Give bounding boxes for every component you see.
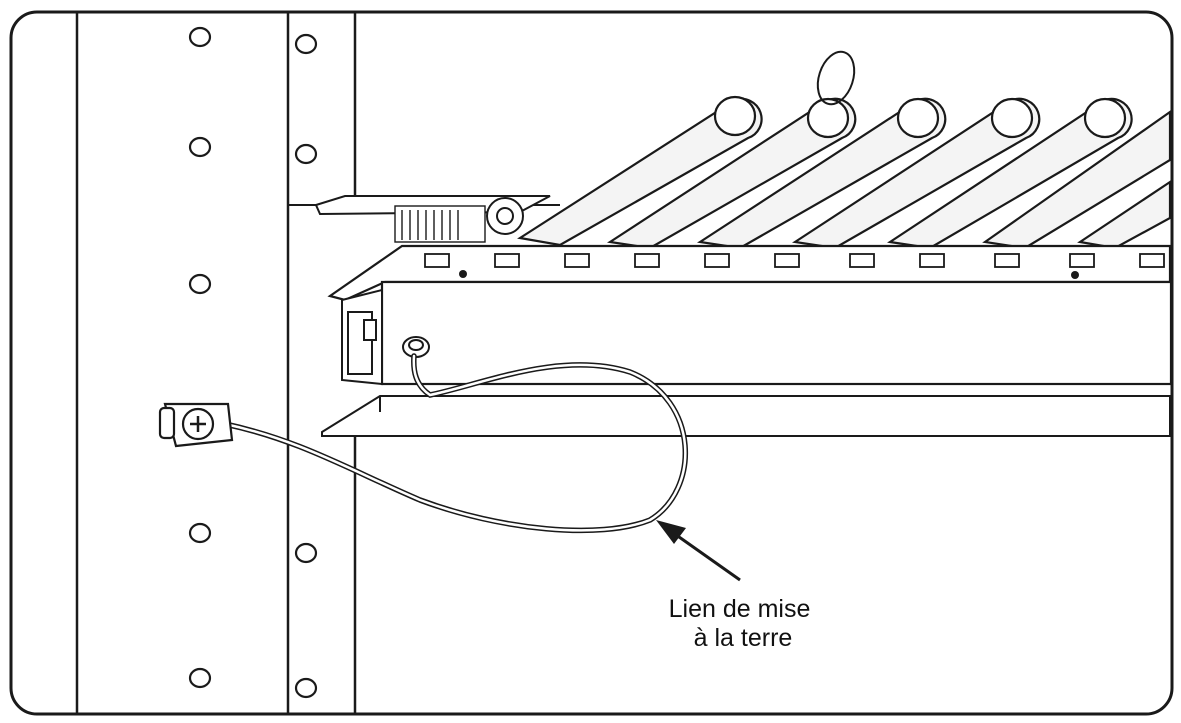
cable-bundle bbox=[517, 95, 1172, 250]
port-slots bbox=[424, 253, 1165, 268]
panel-ground-screw bbox=[402, 336, 430, 358]
connector-comb bbox=[394, 197, 524, 243]
cable-tie bbox=[816, 50, 856, 106]
patch-panel-front bbox=[380, 280, 1173, 386]
callout-arrow bbox=[656, 520, 741, 582]
callout-label-line2: à la terre bbox=[694, 624, 793, 652]
rack-mounting-holes bbox=[188, 26, 318, 699]
grounding-strap-wire bbox=[222, 353, 689, 534]
callout-label-line1: Lien de mise bbox=[669, 595, 811, 623]
rack-post bbox=[75, 13, 357, 713]
panel-side-bracket bbox=[341, 288, 383, 386]
panel-rivets bbox=[459, 270, 1079, 279]
phillips-screw-icon bbox=[190, 416, 206, 432]
cable-manager-tray bbox=[321, 383, 1171, 437]
callout-label: Lien de mise à la terre bbox=[669, 595, 818, 652]
